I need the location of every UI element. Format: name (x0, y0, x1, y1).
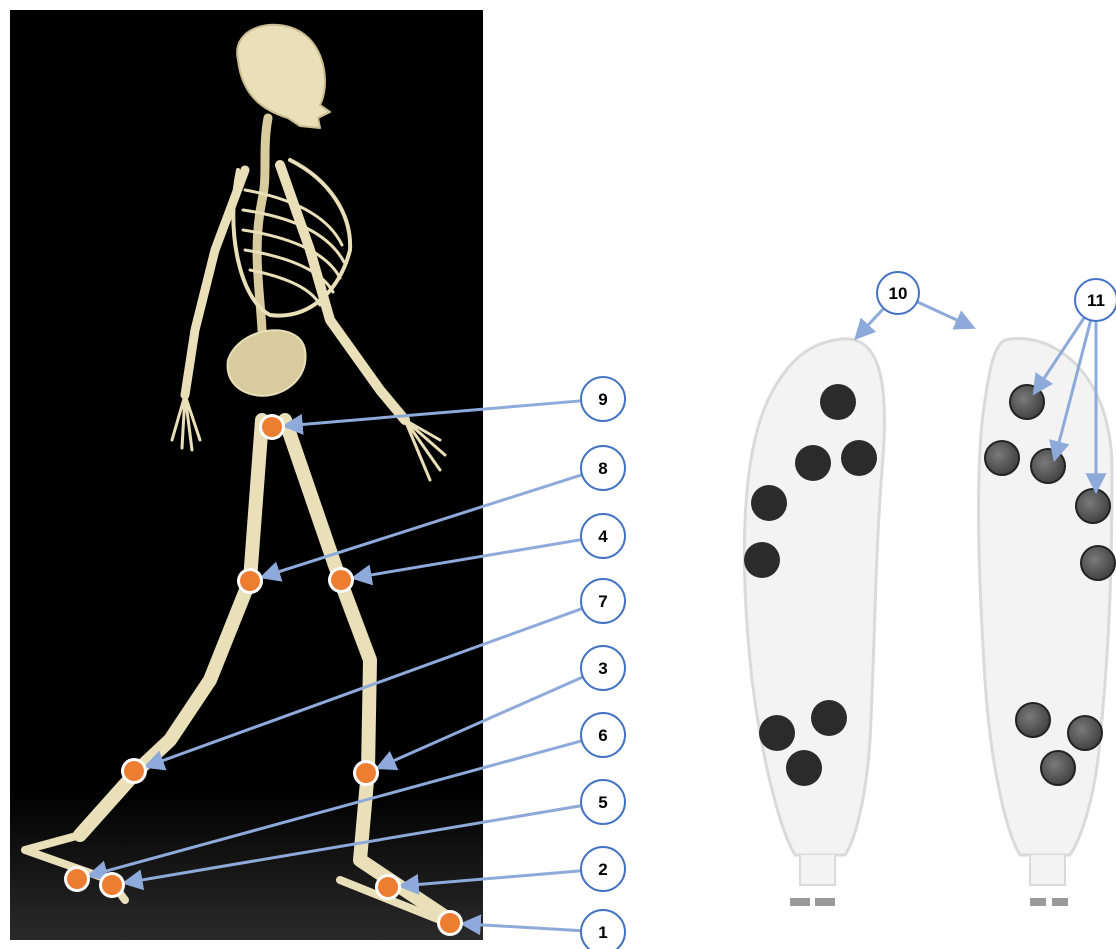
sensor-disc (1016, 703, 1050, 737)
sensor-disc (1076, 489, 1110, 523)
marker-dot (356, 763, 376, 783)
insole-right (979, 339, 1112, 906)
marker-label-6: 6 (581, 713, 625, 757)
marker-dot (124, 761, 144, 781)
sensor-disc (1068, 716, 1102, 750)
insole-label-10: 10 (877, 272, 919, 314)
sensor-disc (1010, 385, 1044, 419)
marker-label-1: 1 (581, 910, 625, 949)
sensor-disc (1041, 751, 1075, 785)
insole-label-11: 11 (1075, 279, 1116, 321)
label-text: 3 (598, 659, 607, 678)
insole-left (744, 339, 884, 906)
marker-dot (102, 875, 122, 895)
sensor-disc (841, 440, 877, 476)
label-text: 9 (598, 390, 607, 409)
label-text: 10 (889, 284, 908, 303)
marker-label-4: 4 (581, 514, 625, 558)
marker-label-3: 3 (581, 646, 625, 690)
marker-dot (331, 570, 351, 590)
label-text: 4 (598, 527, 608, 546)
sensor-disc (786, 750, 822, 786)
sensor-disc (751, 485, 787, 521)
label-text: 6 (598, 726, 607, 745)
connector (790, 898, 835, 906)
label-text: 7 (598, 592, 607, 611)
marker-dot (440, 913, 460, 933)
sensor-disc (744, 542, 780, 578)
label-text: 1 (598, 923, 607, 942)
sensor-disc (759, 715, 795, 751)
marker-label-9: 9 (581, 377, 625, 421)
sensor-disc (1031, 449, 1065, 483)
sensor-disc (820, 384, 856, 420)
marker-dot (262, 417, 282, 437)
skeleton-labels: 1 2 3 4 5 6 7 8 9 (581, 377, 625, 949)
sensor-disc (811, 700, 847, 736)
label-text: 11 (1087, 291, 1105, 310)
marker-dot (67, 869, 87, 889)
marker-label-2: 2 (581, 847, 625, 891)
sensor-disc (795, 445, 831, 481)
label-text: 5 (598, 793, 607, 812)
label-text: 2 (598, 860, 607, 879)
sensor-disc (1081, 546, 1115, 580)
sensor-disc (985, 441, 1019, 475)
marker-dot (378, 877, 398, 897)
label-text: 8 (598, 459, 607, 478)
connector (1030, 898, 1068, 906)
marker-label-7: 7 (581, 579, 625, 623)
skeleton-image (10, 10, 483, 940)
marker-label-8: 8 (581, 446, 625, 490)
marker-label-5: 5 (581, 780, 625, 824)
marker-dot (240, 571, 260, 591)
